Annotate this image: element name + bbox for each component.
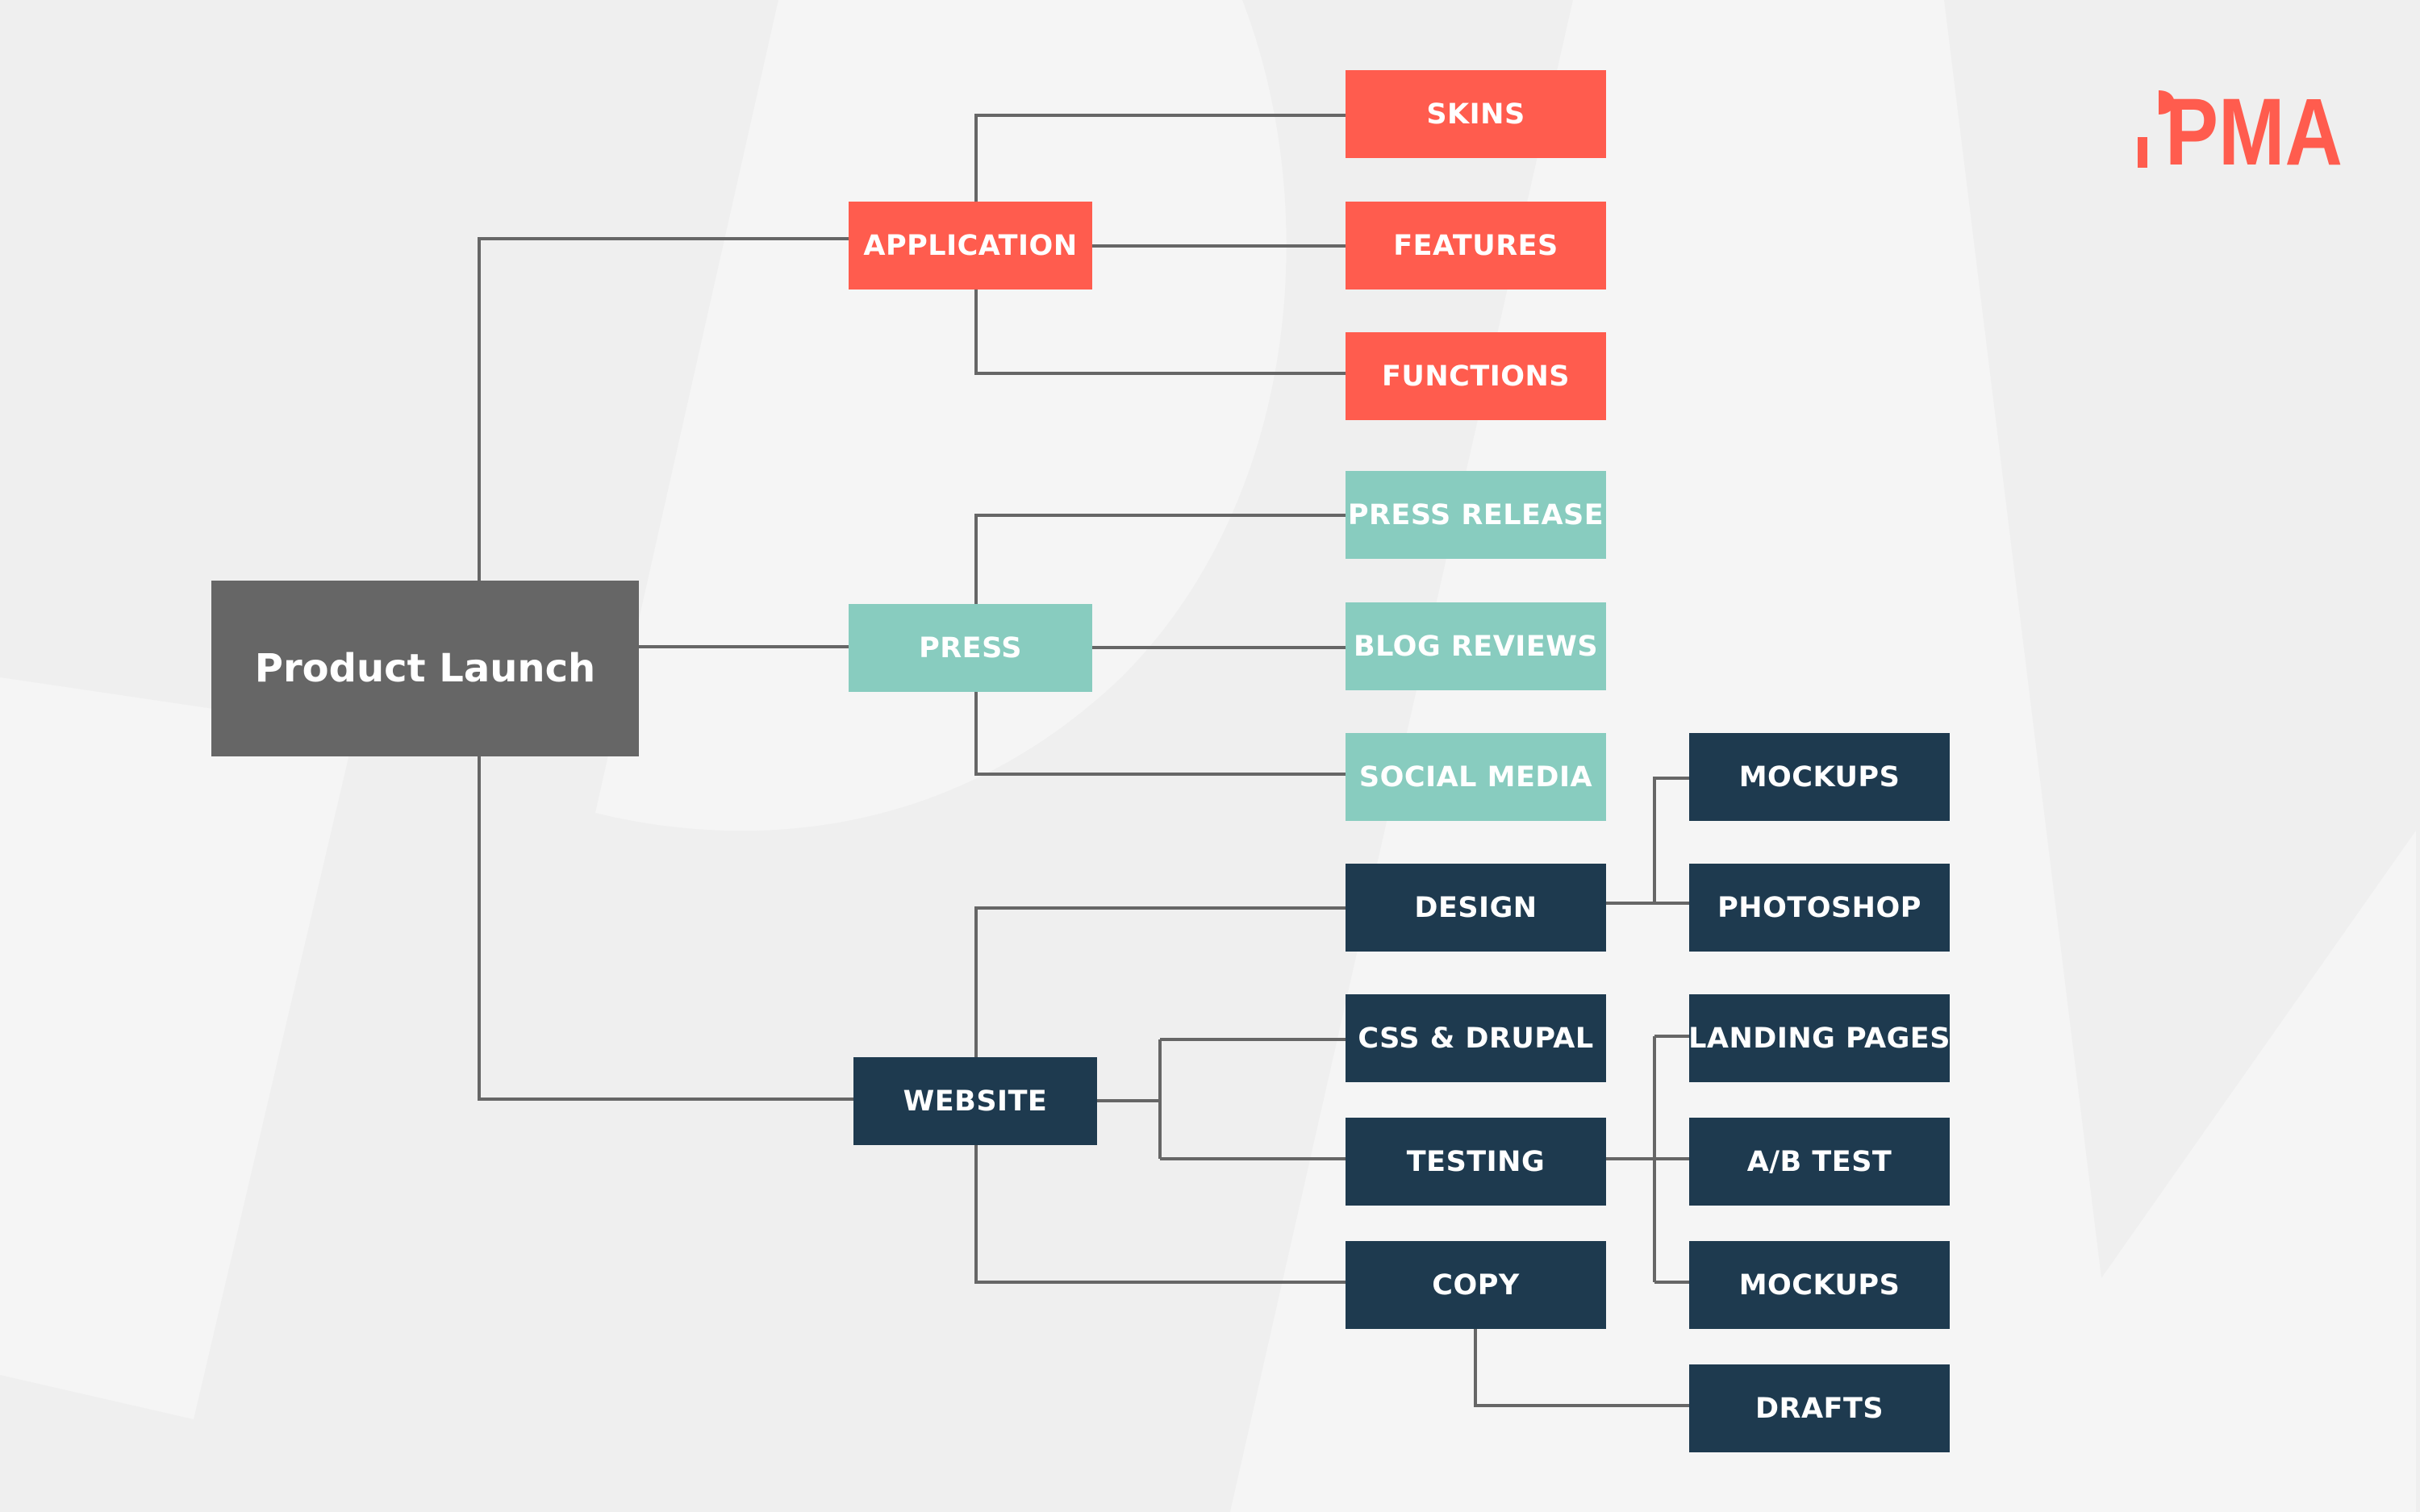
node-application: APPLICATION [849, 202, 1092, 289]
node-copy: COPY [1346, 1241, 1606, 1329]
connector-line [1474, 1329, 1689, 1407]
connector-line [974, 289, 1346, 375]
node-mockups-design: MOCKUPS [1689, 733, 1950, 821]
node-ab-test: A/B TEST [1689, 1118, 1950, 1206]
node-testing: TESTING [1346, 1118, 1606, 1206]
connector-line [974, 906, 1346, 1057]
node-css-drupal: CSS & DRUPAL [1346, 994, 1606, 1082]
node-functions: FUNCTIONS [1346, 332, 1606, 420]
node-features: FEATURES [1346, 202, 1606, 289]
node-product-launch: Product Launch [211, 581, 639, 756]
node-mockups-testing: MOCKUPS [1689, 1241, 1950, 1329]
connector-line [478, 237, 849, 581]
node-drafts: DRAFTS [1689, 1364, 1950, 1452]
connector-line [974, 692, 1346, 776]
node-press: PRESS [849, 604, 1092, 692]
pma-logo: PMA [2138, 87, 2343, 168]
connector-line [478, 756, 853, 1101]
node-website: WEBSITE [853, 1057, 1097, 1145]
connector-line [974, 114, 1346, 202]
connector-line [1653, 777, 1689, 903]
pma-logo-text: PMA [2165, 87, 2343, 168]
node-blog-reviews: BLOG REVIEWS [1346, 602, 1606, 690]
node-social-media: SOCIAL MEDIA [1346, 733, 1606, 821]
connector-line [974, 514, 1346, 604]
node-landing-pages: LANDING PAGES [1688, 994, 1950, 1082]
connector-line [974, 1145, 1346, 1284]
node-press-release: PRESS RELEASE [1346, 471, 1606, 559]
node-skins: SKINS [1346, 70, 1606, 158]
node-design: DESIGN [1346, 864, 1606, 952]
node-photoshop: PHOTOSHOP [1689, 864, 1950, 952]
